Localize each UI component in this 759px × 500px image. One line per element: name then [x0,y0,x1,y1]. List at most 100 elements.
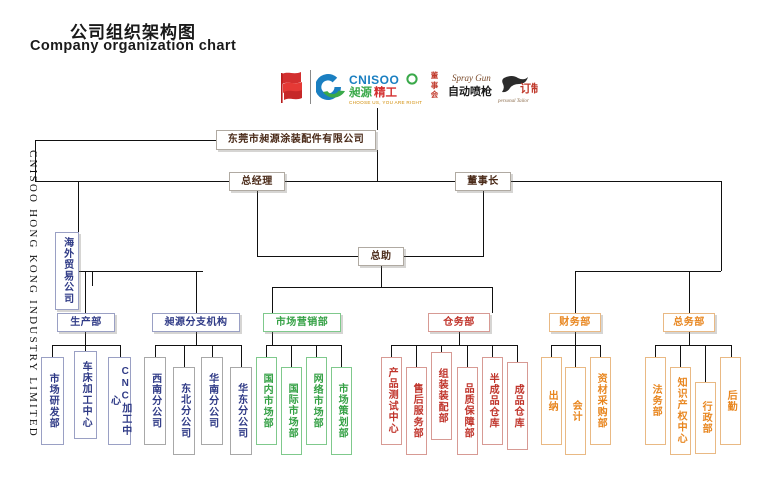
node-ga-child-3[interactable]: 后勤 [720,357,741,445]
connector-marketing-down [272,332,274,345]
node-finance[interactable]: 财务部 [549,313,601,332]
connector-finance-down [575,332,577,345]
node-overseas-trade[interactable]: 海外贸易公司 [55,232,79,310]
svg-text:personal Tailor: personal Tailor [497,99,529,104]
connector-level2-bus [35,181,721,183]
connector-finance-child-1 [575,345,577,367]
node-marketing-child-0[interactable]: 国内市场部 [256,357,277,445]
node-warehouse-child-1[interactable]: 售后服务部 [406,367,427,455]
connector-gm-to-assistant [257,256,358,258]
svg-text:精工: 精工 [374,85,397,99]
connector-marketing-child-3 [341,345,343,367]
node-finance-child-0[interactable]: 出纳 [541,357,562,445]
connector-production-child-2 [120,345,122,357]
connector-overseas-down [92,271,94,286]
node-warehouse-child-3[interactable]: 品质保障部 [457,367,478,455]
page-title-cn: 公司组织架构图 [70,23,196,42]
connector-warehouse-bus [391,345,517,347]
node-branch-child-3[interactable]: 华东分公司 [230,367,252,455]
connector-branch-child-2 [212,345,214,357]
connector-to-branches [196,271,198,313]
connector-to-finance [575,271,577,313]
node-general-manager[interactable]: 总经理 [229,172,285,191]
connector-ga-bus [655,345,731,347]
connector-marketing-bus [266,345,342,347]
connector-to-warehouse [492,287,494,313]
connector-branch-child-3 [241,345,243,367]
svg-text:CHOOSE US, YOU ARE RIGHT!: CHOOSE US, YOU ARE RIGHT! [349,100,422,105]
node-general-assistant[interactable]: 总助 [358,247,404,266]
svg-text:Spray Gun: Spray Gun [452,73,491,83]
svg-text:订制: 订制 [520,81,538,95]
spray-gun-logo: Spray Gun 自动喷枪 订制 personal Tailor [446,66,538,108]
node-warehouse-child-4[interactable]: 半成品仓库 [482,357,503,445]
page-title-en: Company organization chart [30,38,237,54]
connector-ga-child-1 [680,345,682,367]
connector-assistant-down [381,266,383,287]
connector-to-overseas [78,181,80,271]
node-production-child-0[interactable]: 市场研发部 [41,357,64,445]
connector-branch-child-0 [155,345,157,357]
node-branch-child-2[interactable]: 华南分公司 [201,357,223,445]
connector-warehouse-child-5 [517,345,519,362]
node-branch-child-0[interactable]: 西南分公司 [144,357,166,445]
connector-production-child-1 [85,345,87,351]
connector-company-down [377,150,379,181]
node-finance-child-2[interactable]: 资材采购部 [590,357,611,445]
connector-assistant-bus [272,287,492,289]
connector-left-dept-bus [78,271,203,273]
node-finance-child-1[interactable]: 会计 [565,367,586,455]
connector-company-left-arm [35,140,217,142]
connector-warehouse-child-0 [391,345,393,357]
node-warehouse[interactable]: 仓务部 [428,313,490,332]
connector-to-marketing [272,287,274,313]
connector-ga-down [689,332,691,345]
connector-warehouse-child-3 [467,345,469,367]
connector-chairman-to-assistant [404,256,484,258]
svg-text:自动喷枪: 自动喷枪 [448,84,492,98]
node-warehouse-child-5[interactable]: 成品仓库 [507,362,528,450]
node-marketing-child-2[interactable]: 网络市场部 [306,357,327,445]
svg-text:昶源: 昶源 [348,85,372,99]
connector-to-production [85,271,87,313]
board-of-directors-label: 董事会 [428,71,441,100]
svg-text:CNISOO: CNISOO [349,73,399,87]
node-production[interactable]: 生产部 [57,313,115,332]
node-production-child-1[interactable]: 车床加工中心 [74,351,97,439]
connector-finance-child-2 [600,345,602,357]
node-chairman[interactable]: 董事长 [455,172,511,191]
side-vertical-company-text: CNISOO HONG KONG INDUSTRY LIMITED [27,150,39,438]
logo-divider [310,70,311,104]
connector-right-dept-bus [575,271,721,273]
connector-left-riser [35,140,37,182]
connector-marketing-child-2 [316,345,318,357]
node-ga-child-2[interactable]: 行政部 [695,382,716,454]
node-marketing-child-3[interactable]: 市场策划部 [331,367,352,455]
node-production-child-2[interactable]: CNC加工中心 [108,357,131,445]
connector-finance-child-0 [551,345,553,357]
connector-right-riser [721,181,723,271]
node-branches[interactable]: 昶源分支机构 [152,313,240,332]
connector-ga-child-0 [655,345,657,357]
connector-logo-to-company [377,108,379,130]
node-warehouse-child-2[interactable]: 组装装配部 [431,352,452,440]
node-marketing-child-1[interactable]: 国际市场部 [281,367,302,455]
connector-warehouse-child-1 [416,345,418,367]
node-company[interactable]: 东莞市昶源涂装配件有限公司 [216,130,376,150]
node-marketing[interactable]: 市场营销部 [263,313,341,332]
node-warehouse-child-0[interactable]: 产品测试中心 [381,357,402,445]
connector-branches-down [196,332,198,345]
cf-flag-icon [278,66,308,108]
connector-marketing-child-1 [291,345,293,367]
connector-chairman-down [483,191,485,256]
connector-marketing-child-0 [266,345,268,357]
node-ga-child-1[interactable]: 知识产权中心 [670,367,691,455]
connector-production-child-0 [52,345,54,357]
connector-warehouse-down [459,332,461,345]
node-ga-child-0[interactable]: 法务部 [645,357,666,445]
node-general-affairs[interactable]: 总务部 [663,313,715,332]
connector-branches-bus [155,345,241,347]
node-branch-child-1[interactable]: 东北分公司 [173,367,195,455]
connector-production-down [85,332,87,345]
connector-gm-down [257,191,259,256]
